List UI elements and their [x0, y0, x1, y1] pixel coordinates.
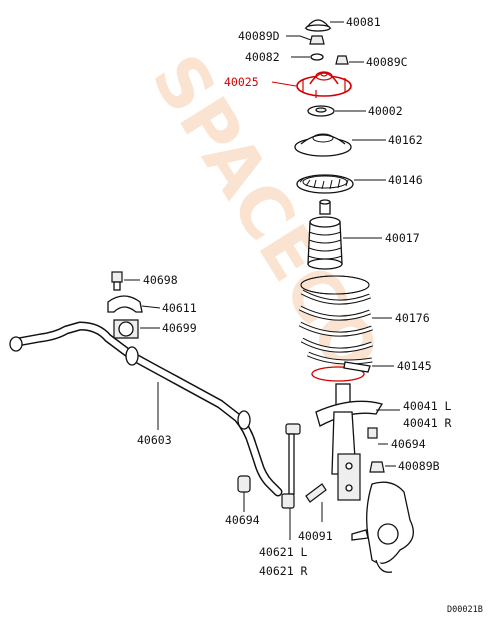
label-40611: 40611: [162, 301, 197, 315]
label-40699: 40699: [162, 321, 197, 335]
part-40089D-nut[interactable]: [286, 35, 325, 45]
steering-knuckle: [351, 481, 414, 573]
label-40025: 40025: [224, 75, 259, 89]
part-40145-lower-pad[interactable]: [311, 361, 394, 382]
part-40082-washer[interactable]: [291, 53, 324, 61]
part-40017-bump-stop[interactable]: [307, 199, 382, 270]
label-40082: 40082: [245, 50, 280, 64]
label-40621R: 40621 R: [259, 564, 308, 578]
label-40176: 40176: [395, 311, 430, 325]
watermark-text: SPACECO: [136, 41, 396, 389]
part-40611-bracket[interactable]: [107, 295, 161, 313]
label-40091: 40091: [298, 529, 333, 543]
part-40694-bushing-left[interactable]: [237, 475, 251, 512]
part-40621-stabilizer-link[interactable]: [281, 423, 301, 540]
part-40089B-nut[interactable]: [369, 461, 396, 473]
label-40081: 40081: [346, 15, 381, 29]
label-40694-right: 40694: [391, 437, 426, 451]
part-40091-bolt[interactable]: [305, 483, 327, 522]
watermark: SPACECO: [136, 41, 396, 389]
label-40089D: 40089D: [238, 29, 280, 43]
label-40002: 40002: [368, 104, 403, 118]
label-40162: 40162: [388, 133, 423, 147]
part-40603-stabilizer-bar[interactable]: [9, 321, 283, 497]
part-40698-bolt[interactable]: [111, 271, 140, 291]
label-40698: 40698: [143, 273, 178, 287]
part-40081-cap[interactable]: [304, 19, 344, 32]
part-40025-strut-mount[interactable]: [271, 71, 352, 98]
label-40694-left: 40694: [225, 513, 260, 527]
label-40145: 40145: [397, 359, 432, 373]
part-40041-strut[interactable]: [315, 383, 400, 501]
label-40146: 40146: [388, 173, 423, 187]
label-40041R: 40041 R: [403, 416, 452, 430]
label-40089B: 40089B: [398, 459, 440, 473]
part-40694-bolt-right[interactable]: [367, 427, 388, 445]
label-40041L: 40041 L: [403, 399, 452, 413]
part-40146-spring-pad[interactable]: [296, 174, 386, 194]
label-40017: 40017: [385, 231, 420, 245]
label-40089C: 40089C: [366, 55, 408, 69]
label-40621L: 40621 L: [259, 545, 308, 559]
label-40603: 40603: [137, 433, 172, 447]
diagram-code: D00021B: [447, 605, 483, 615]
part-40162-spring-seat[interactable]: [294, 133, 386, 157]
part-40699-bushing[interactable]: [113, 319, 160, 339]
part-40089C-nut[interactable]: [335, 55, 364, 65]
part-40176-coil-spring[interactable]: [298, 275, 392, 365]
part-40002-bearing[interactable]: [307, 105, 366, 117]
